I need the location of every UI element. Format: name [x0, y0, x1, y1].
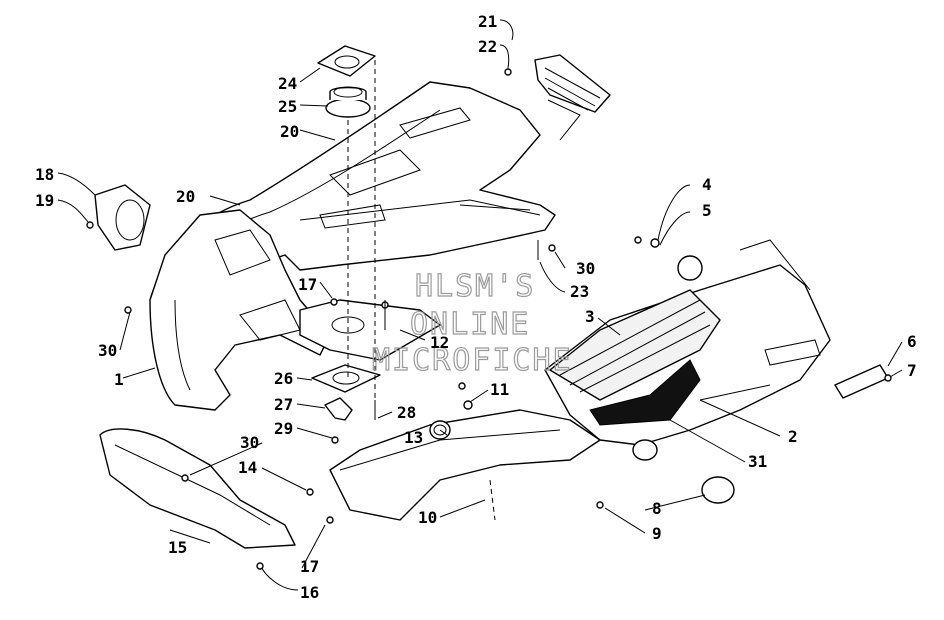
callout-18: 18: [35, 165, 54, 184]
belly-pan-10: [329, 409, 601, 521]
callout-14: 14: [238, 458, 257, 477]
fasteners: [86, 68, 892, 570]
callout-22: 22: [478, 37, 497, 56]
watermark-line-1: HLSM'S: [415, 269, 535, 304]
grommet-side: [632, 439, 658, 461]
headlight-lens-18: [94, 184, 151, 251]
watermark: HLSM'S ONLINE MICROFICHE: [371, 268, 573, 378]
callout-20-upper: 20: [280, 122, 299, 141]
callout-17-lower: 17: [300, 557, 319, 576]
callout-21: 21: [478, 12, 497, 31]
boot-25: [325, 86, 371, 118]
clamp-27: [324, 397, 353, 421]
callout-28: 28: [397, 403, 416, 422]
watermark-line-2: ONLINE: [410, 307, 530, 342]
assembly-lines: [347, 60, 496, 521]
footrest-3: [549, 289, 721, 401]
callout-2: 2: [788, 427, 798, 446]
callout-17-upper: 17: [298, 275, 317, 294]
callout-30-left: 30: [98, 341, 117, 360]
callout-27: 27: [274, 395, 293, 414]
callout-1: 1: [114, 370, 124, 389]
callout-19: 19: [35, 191, 54, 210]
callout-labels: 1 2 3 4 5 6 7 8 9 10 11 12 13 14 15 16 1…: [35, 12, 917, 602]
callout-5: 5: [702, 201, 712, 220]
callout-20-lower: 20: [176, 187, 195, 206]
callout-25: 25: [278, 97, 297, 116]
callout-10: 10: [418, 508, 437, 527]
callout-8: 8: [652, 499, 662, 518]
callout-11: 11: [490, 380, 509, 399]
leader-lines: [57, 19, 903, 591]
callout-30-right: 30: [576, 259, 595, 278]
center-pan: [299, 299, 441, 361]
callout-26: 26: [274, 369, 293, 388]
callout-13: 13: [404, 428, 423, 447]
decal-6: [834, 364, 889, 399]
callout-29: 29: [274, 419, 293, 438]
callout-12: 12: [430, 333, 449, 352]
callout-23: 23: [570, 282, 589, 301]
callout-16: 16: [300, 583, 319, 602]
side-trim-31: [589, 359, 701, 426]
callout-6: 6: [907, 332, 917, 351]
watermark-line-3: MICROFICHE: [372, 343, 573, 378]
plug-8: [701, 476, 735, 504]
callout-31: 31: [748, 452, 767, 471]
bumper-15: [99, 428, 296, 549]
gasket-26: [311, 364, 381, 393]
callout-4: 4: [702, 175, 712, 194]
callout-15: 15: [168, 538, 187, 557]
callout-3: 3: [585, 307, 595, 326]
callout-24: 24: [278, 74, 297, 93]
reflector-5: [677, 255, 703, 281]
callout-7: 7: [907, 361, 917, 380]
vent-grille-21: [534, 54, 611, 113]
gasket-24: [317, 45, 376, 77]
callout-9: 9: [652, 524, 662, 543]
callout-30-bumper: 30: [240, 433, 259, 452]
